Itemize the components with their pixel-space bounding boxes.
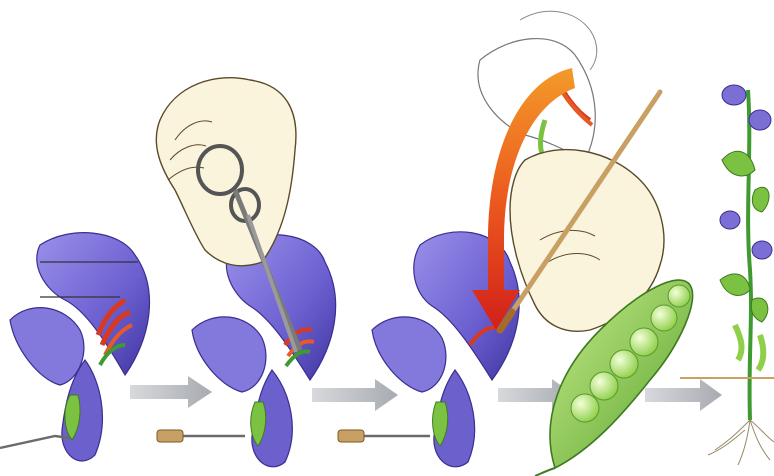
hand-holding-scissors [156,78,296,266]
wing-petal [372,317,446,392]
wooden-probe-tool [157,430,245,442]
process-arrow-2 [312,379,398,411]
process-arrow-4 [645,379,722,411]
flower-2-emasculation [156,78,335,467]
wooden-probe-tool [338,430,430,442]
plant-stem [748,90,751,420]
probe-tool [0,436,70,448]
pea-plant [680,85,774,465]
wing-petal [10,308,84,385]
process-arrow-1 [130,376,212,408]
roots [708,420,774,465]
flower-1-open-stamens [0,233,149,461]
wing-petal [192,317,266,392]
